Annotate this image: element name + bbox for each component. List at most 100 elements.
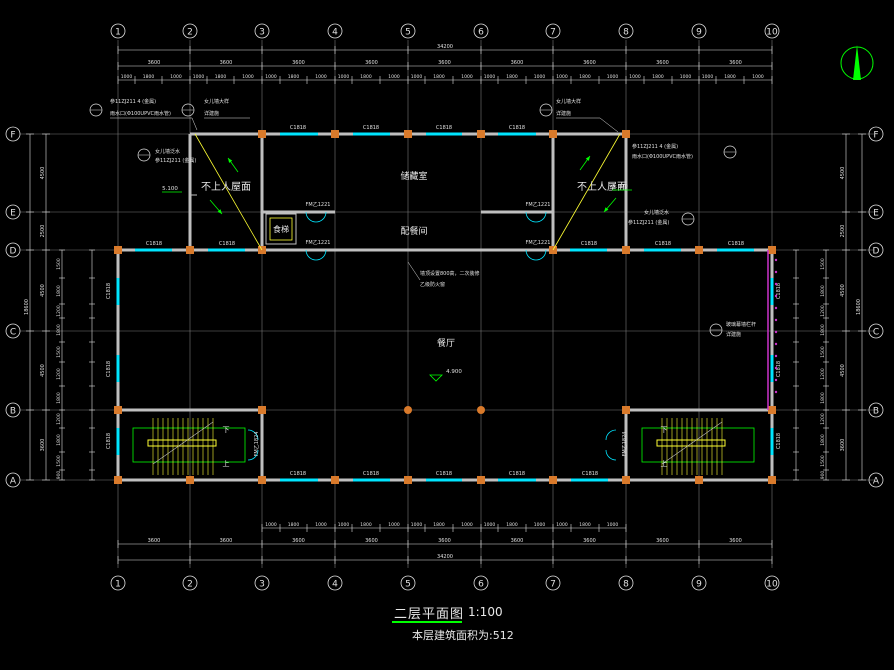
dim-text: 1800: [288, 522, 300, 528]
axis-label: 10: [766, 580, 778, 590]
axis-label: 6: [478, 28, 484, 38]
dim-text: 3600: [656, 538, 669, 544]
axis-bubble: [182, 575, 198, 591]
dim-text: 4500: [40, 284, 46, 297]
column: [258, 130, 266, 138]
axis-bubble: [327, 23, 343, 39]
window-label: C1818: [776, 283, 782, 299]
window-label: C1818: [582, 471, 598, 477]
dim-text: 1000: [556, 522, 568, 528]
axis-bubble: [110, 575, 126, 591]
dim-text: 1000: [607, 74, 619, 80]
dim-text: 1000: [534, 74, 546, 80]
axis-bubble: [691, 575, 707, 591]
axis-label: 5: [405, 580, 411, 590]
axis-bubble: [182, 23, 198, 39]
lift-shaft: [265, 213, 297, 245]
axis-label: E: [873, 209, 879, 219]
drain-arrow-head: [217, 209, 222, 214]
door-label: FM乙1221: [306, 201, 331, 208]
door-e-right: [525, 211, 547, 223]
rail-post: [774, 366, 778, 370]
roof-slope-line-right: [552, 133, 621, 251]
room-label-dining: 餐厅: [437, 337, 455, 349]
column: [695, 476, 703, 484]
leader-line: [407, 261, 421, 281]
window-label: C1818: [363, 471, 379, 477]
door-stair-left: [247, 429, 259, 461]
axis-bubble: [868, 323, 884, 339]
axis-label: 7: [550, 580, 556, 590]
axis-bubble: [400, 575, 416, 591]
axis-bubble: [254, 575, 270, 591]
dim-text: 1000: [388, 74, 400, 80]
dim-text: 1500: [820, 455, 826, 467]
dim-text: 1000: [484, 74, 496, 80]
column: [768, 406, 776, 414]
axis-label: 4: [332, 580, 338, 590]
annotation: 墙顶设置800高，二次装修: [420, 270, 480, 277]
column: [331, 476, 339, 484]
column: [258, 406, 266, 414]
axis-bubble: [327, 575, 343, 591]
axis-bubble: [764, 575, 780, 591]
dim-text: 1000: [265, 522, 277, 528]
column: [549, 130, 557, 138]
stair-left-break-line: [152, 421, 214, 465]
window-label: C1818: [290, 125, 306, 131]
annotation: 乙级防火窗: [420, 281, 445, 288]
dim-text: 1000: [315, 74, 327, 80]
axis-bubble: [545, 23, 561, 39]
window-label: C1818: [436, 125, 452, 131]
axis-label: F: [873, 131, 878, 141]
window-label: C1818: [106, 361, 112, 377]
dim-text: 3600: [40, 439, 46, 452]
door-label: FM乙1221: [526, 239, 551, 246]
axis-bubble: [764, 23, 780, 39]
axis-label: D: [873, 247, 880, 257]
dim-text: 1800: [56, 324, 62, 336]
stair-up-label: 上: [223, 459, 230, 468]
dim-text: 1800: [360, 522, 372, 528]
column: [258, 476, 266, 484]
dim-text: 1200: [820, 413, 826, 425]
stair-right-outline: [641, 427, 755, 463]
room-label-storage: 储藏室: [400, 170, 427, 182]
axis-bubble: [5, 204, 21, 220]
annotation: 女儿墙泛水: [155, 148, 180, 155]
dim-text: 3600: [729, 538, 742, 544]
dim-text: 1000: [752, 74, 764, 80]
axis-label: 4: [332, 28, 338, 38]
dim-text: 1200: [56, 413, 62, 425]
axis-bubble: [473, 575, 489, 591]
axis-bubble: [254, 23, 270, 39]
dim-text: 3600: [148, 60, 161, 66]
axis-label: 6: [478, 580, 484, 590]
dim-text: 1000: [193, 74, 205, 80]
axis-bubble: [868, 402, 884, 418]
window-label: C1818: [728, 241, 744, 247]
axis-label: A: [873, 477, 880, 487]
dim-text: 1000: [411, 522, 423, 528]
dim-text: 4500: [40, 364, 46, 377]
column: [404, 476, 412, 484]
roof-slope-line-left: [194, 133, 263, 251]
axis-bubble: [618, 575, 634, 591]
column: [622, 406, 630, 414]
rail-post: [774, 306, 778, 310]
dim-text: 18600: [856, 299, 862, 315]
stair-down-label: 下: [661, 426, 668, 434]
rail-post: [774, 342, 778, 346]
dim-text: 1500: [56, 258, 62, 270]
dim-text: 1000: [702, 74, 714, 80]
dim-text: 1800: [360, 74, 372, 80]
annotation: 参11ZJ211 (金属): [155, 157, 196, 164]
column: [186, 246, 194, 254]
window-label: C1818: [509, 471, 525, 477]
window-label: C1818: [581, 241, 597, 247]
axis-label: 5: [405, 28, 411, 38]
column: [768, 476, 776, 484]
door-stair-right: [605, 429, 617, 461]
dim-text: 1500: [820, 258, 826, 270]
rail-post: [774, 258, 778, 262]
